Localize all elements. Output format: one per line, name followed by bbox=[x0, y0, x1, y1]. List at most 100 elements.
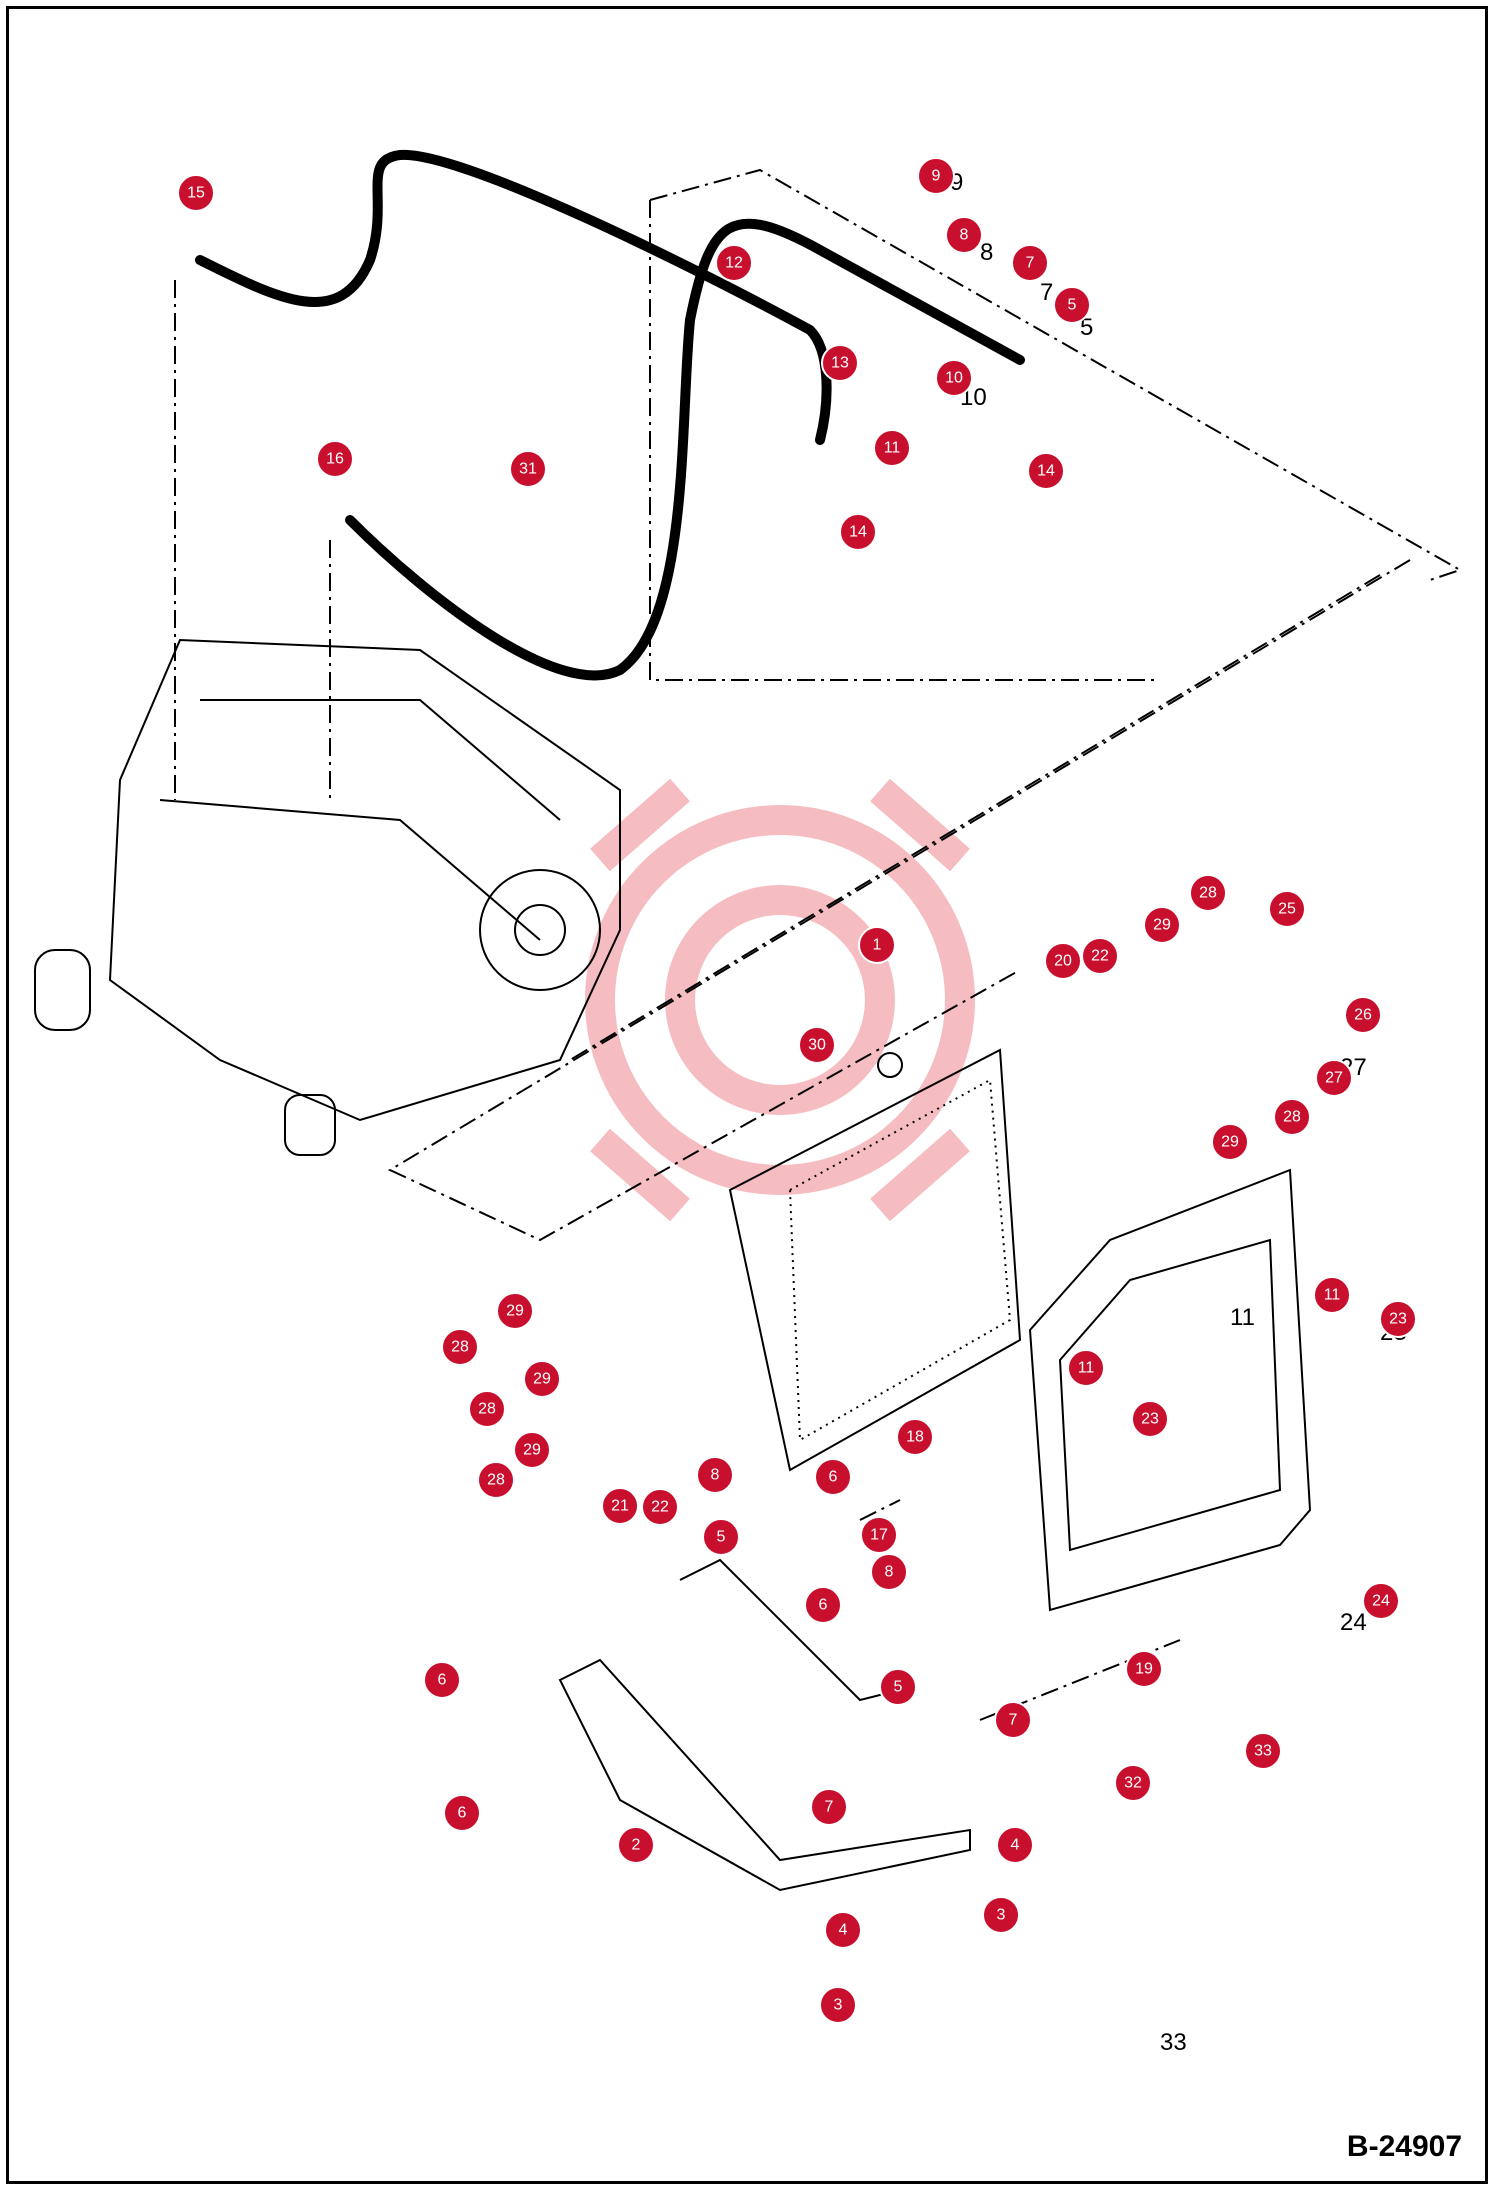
svg-text:6: 6 bbox=[819, 1597, 828, 1614]
svg-text:8: 8 bbox=[885, 1564, 894, 1581]
svg-text:21: 21 bbox=[611, 1498, 629, 1515]
callout-29a: 29 bbox=[1143, 906, 1181, 944]
svg-text:5: 5 bbox=[894, 1679, 903, 1696]
radiator-mount-frame bbox=[558, 1558, 971, 1892]
svg-text:13: 13 bbox=[831, 355, 849, 372]
callout-29d: 29 bbox=[523, 1360, 561, 1398]
svg-text:7: 7 bbox=[825, 1799, 834, 1816]
svg-text:24: 24 bbox=[1372, 1593, 1390, 1610]
svg-text:25: 25 bbox=[1278, 901, 1296, 918]
svg-text:9: 9 bbox=[932, 168, 941, 185]
coolant-hoses bbox=[195, 149, 1025, 681]
callout-23a: 23 bbox=[1379, 1300, 1417, 1338]
svg-text:27: 27 bbox=[1325, 1070, 1343, 1087]
svg-text:33: 33 bbox=[1254, 1743, 1272, 1760]
callout-28a: 28 bbox=[1189, 874, 1227, 912]
ref-5: 5 bbox=[1080, 314, 1093, 341]
ref-7: 7 bbox=[1040, 279, 1053, 306]
ref-24: 24 bbox=[1340, 1609, 1367, 1636]
svg-text:6: 6 bbox=[458, 1805, 467, 1822]
svg-text:18: 18 bbox=[906, 1429, 924, 1446]
svg-text:4: 4 bbox=[1011, 1837, 1020, 1854]
svg-text:16: 16 bbox=[326, 451, 344, 468]
svg-text:29: 29 bbox=[506, 1303, 524, 1320]
svg-text:20: 20 bbox=[1054, 953, 1072, 970]
callout-11a: 11 bbox=[873, 429, 911, 467]
svg-text:5: 5 bbox=[1068, 297, 1077, 314]
callout-23b: 23 bbox=[1131, 1400, 1169, 1438]
svg-text:22: 22 bbox=[651, 1499, 669, 1516]
callout-6b: 6 bbox=[804, 1586, 842, 1624]
callout-26: 26 bbox=[1344, 996, 1382, 1034]
svg-text:6: 6 bbox=[829, 1469, 838, 1486]
callout-7a: 7 bbox=[1011, 244, 1049, 282]
ref-11: 11 bbox=[1230, 1304, 1255, 1331]
callout-33: 33 bbox=[1244, 1732, 1282, 1770]
svg-text:7: 7 bbox=[1009, 1712, 1018, 1729]
svg-text:8: 8 bbox=[711, 1467, 720, 1484]
callout-28d: 28 bbox=[468, 1390, 506, 1428]
svg-text:26: 26 bbox=[1354, 1007, 1372, 1024]
callout-5c: 5 bbox=[879, 1668, 917, 1706]
callout-15: 15 bbox=[177, 174, 215, 212]
callout-13: 13 bbox=[821, 344, 859, 382]
callout-29e: 29 bbox=[513, 1431, 551, 1469]
svg-text:30: 30 bbox=[808, 1037, 826, 1054]
callout-16: 16 bbox=[316, 440, 354, 478]
callout-22a: 22 bbox=[1081, 937, 1119, 975]
callout-4b: 4 bbox=[996, 1826, 1034, 1864]
callout-24: 24 bbox=[1362, 1582, 1400, 1620]
svg-text:28: 28 bbox=[487, 1472, 505, 1489]
svg-text:3: 3 bbox=[997, 1907, 1006, 1924]
svg-text:23: 23 bbox=[1389, 1311, 1407, 1328]
svg-text:12: 12 bbox=[725, 255, 743, 272]
svg-text:17: 17 bbox=[870, 1527, 888, 1544]
callout-18: 18 bbox=[896, 1418, 934, 1456]
callout-30: 30 bbox=[798, 1026, 836, 1064]
callout-29b: 29 bbox=[1211, 1123, 1249, 1161]
svg-text:14: 14 bbox=[849, 524, 867, 541]
ref-8: 8 bbox=[980, 239, 993, 266]
callout-8b: 8 bbox=[696, 1456, 734, 1494]
callout-29c: 29 bbox=[496, 1292, 534, 1330]
svg-text:23: 23 bbox=[1141, 1411, 1159, 1428]
callout-28b: 28 bbox=[1273, 1098, 1311, 1136]
svg-text:1: 1 bbox=[873, 937, 882, 954]
callout-7c: 7 bbox=[810, 1788, 848, 1826]
callout-5b: 5 bbox=[702, 1518, 740, 1556]
callout-6d: 6 bbox=[443, 1794, 481, 1832]
callout-6a: 6 bbox=[814, 1458, 852, 1496]
drawing-frame bbox=[6, 6, 1488, 2184]
callout-28e: 28 bbox=[477, 1461, 515, 1499]
callout-32: 32 bbox=[1114, 1764, 1152, 1802]
reference-numbers: 9 8 7 5 10 11 23 24 27 33 bbox=[950, 169, 1407, 2056]
callout-21: 21 bbox=[601, 1487, 639, 1525]
svg-text:3: 3 bbox=[834, 1997, 843, 2014]
svg-text:6: 6 bbox=[438, 1672, 447, 1689]
callout-12: 12 bbox=[715, 244, 753, 282]
svg-text:29: 29 bbox=[1153, 917, 1171, 934]
svg-text:2: 2 bbox=[632, 1837, 641, 1854]
callout-28c: 28 bbox=[441, 1328, 479, 1366]
callout-8a: 8 bbox=[945, 216, 983, 254]
callout-2: 2 bbox=[617, 1826, 655, 1864]
radiator bbox=[728, 1048, 1022, 1472]
svg-text:11: 11 bbox=[1078, 1360, 1095, 1377]
callout-14b: 14 bbox=[839, 513, 877, 551]
callout-5a: 5 bbox=[1053, 286, 1091, 324]
callout-17: 17 bbox=[860, 1516, 898, 1554]
callout-3b: 3 bbox=[982, 1896, 1020, 1934]
svg-text:14: 14 bbox=[1037, 463, 1055, 480]
svg-text:11: 11 bbox=[1324, 1287, 1341, 1304]
callout-1: 1 bbox=[858, 926, 896, 964]
ref-33: 33 bbox=[1160, 2029, 1187, 2056]
callout-27: 27 bbox=[1315, 1059, 1353, 1097]
callout-31: 31 bbox=[509, 450, 547, 488]
callout-7b: 7 bbox=[994, 1701, 1032, 1739]
fan-shroud bbox=[1028, 1168, 1312, 1612]
callout-6c: 6 bbox=[423, 1661, 461, 1699]
callout-20: 20 bbox=[1044, 942, 1082, 980]
svg-text:22: 22 bbox=[1091, 948, 1109, 965]
svg-text:29: 29 bbox=[523, 1442, 541, 1459]
